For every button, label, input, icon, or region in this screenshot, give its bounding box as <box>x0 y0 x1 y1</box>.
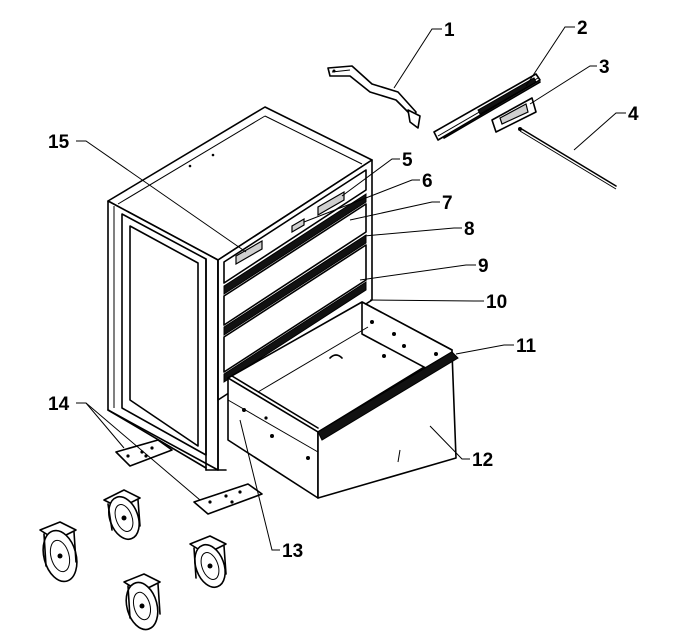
callout-3: 3 <box>599 57 610 78</box>
callout-9: 9 <box>478 256 489 277</box>
part-4-rod <box>518 127 617 190</box>
callout-6: 6 <box>422 171 433 192</box>
callout-8: 8 <box>464 219 475 240</box>
drawer-rail-11 <box>317 351 459 441</box>
callout-2: 2 <box>577 18 588 39</box>
callout-13: 13 <box>282 541 303 562</box>
callout-11: 11 <box>516 336 537 357</box>
cabinet-body <box>107 106 373 471</box>
drawer-front-middle <box>223 203 367 326</box>
caster-plate-right <box>193 483 263 515</box>
callout-15: 15 <box>48 132 70 153</box>
drawer-lock-6 <box>291 217 305 234</box>
open-drawer <box>227 301 459 499</box>
callout-5: 5 <box>402 150 413 171</box>
drawer-pull-cutout <box>329 354 343 359</box>
side-panel-inset <box>129 225 199 447</box>
callout-7: 7 <box>442 193 453 214</box>
callout-labels: 1 2 3 4 5 6 7 8 9 10 11 12 13 14 15 <box>48 18 639 562</box>
caster-front-left <box>39 521 78 583</box>
callout-12: 12 <box>472 450 493 471</box>
caster-back-left <box>103 489 141 541</box>
part-2-slide-rail <box>433 73 541 141</box>
callout-14: 14 <box>48 394 70 415</box>
drawer-handle-15 <box>235 239 263 266</box>
leader-lines <box>76 26 626 551</box>
drawer-front-lower <box>223 244 367 373</box>
caster-back-right <box>189 535 227 589</box>
part-3-stop <box>491 97 537 133</box>
callout-1: 1 <box>444 20 455 41</box>
callout-4: 4 <box>628 104 639 125</box>
callout-10: 10 <box>486 292 507 313</box>
caster-front-right <box>123 573 161 631</box>
drawer-handle-5 <box>317 190 345 217</box>
part-1-bracket <box>327 65 421 129</box>
